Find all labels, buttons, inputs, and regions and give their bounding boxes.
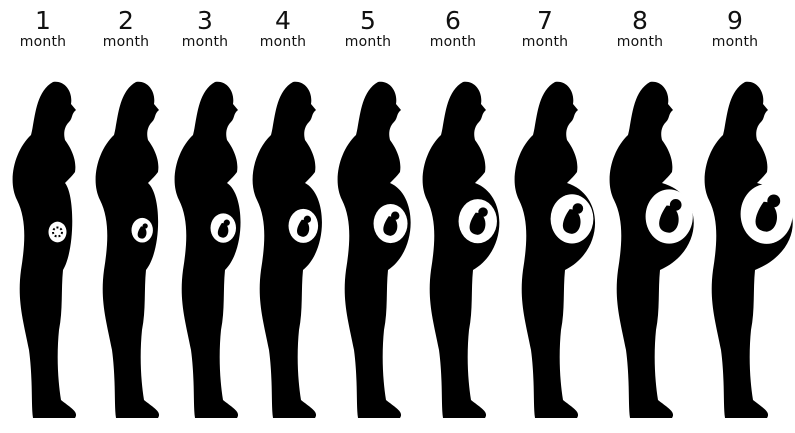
pregnant-silhouette-4 (253, 82, 322, 418)
body-silhouette (253, 82, 322, 418)
pregnant-silhouette-3 (175, 82, 241, 418)
fetus-head (224, 220, 230, 226)
fetus-head (391, 212, 399, 220)
pregnant-silhouette-7 (515, 82, 595, 418)
body-silhouette (610, 82, 694, 418)
body-silhouette (13, 82, 76, 418)
pregnant-silhouette-6 (423, 82, 500, 418)
pregnant-silhouette-5 (338, 82, 411, 418)
embryo-cluster (49, 222, 67, 243)
fetus-head (767, 195, 780, 208)
pregnant-silhouette-1 (13, 82, 76, 418)
body-silhouette (515, 82, 595, 418)
fetus-head (670, 199, 682, 211)
pregnant-silhouette-2 (96, 82, 159, 418)
fetus-head (304, 216, 311, 223)
body-silhouette (338, 82, 411, 418)
pregnant-silhouette-8 (610, 82, 694, 418)
fetus-head (143, 223, 148, 228)
fetus-head (573, 203, 584, 214)
body-silhouette (423, 82, 500, 418)
body-silhouette (175, 82, 241, 418)
body-silhouette (96, 82, 159, 418)
fetus-head (478, 207, 488, 217)
body-silhouette (705, 82, 793, 418)
pregnant-silhouette-9 (705, 82, 793, 418)
